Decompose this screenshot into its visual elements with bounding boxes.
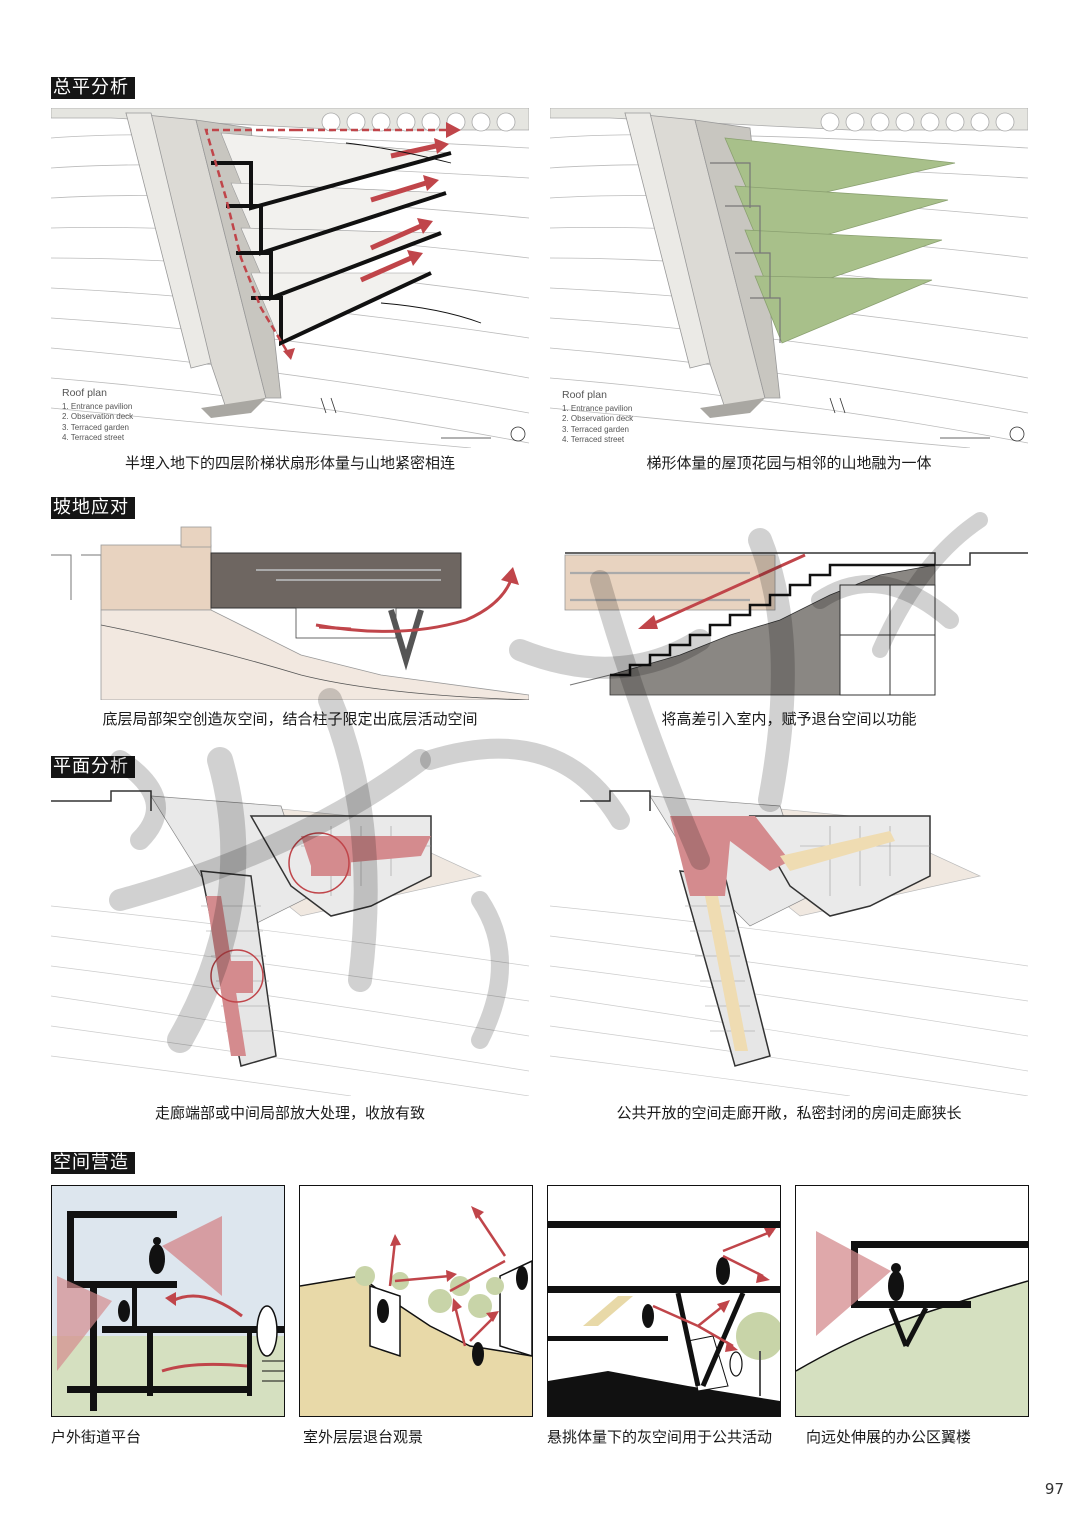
- roof-plan-item: 3. Terraced garden: [562, 424, 630, 434]
- caption-space-1: 户外街道平台: [51, 1428, 142, 1446]
- caption-plan-right: 公共开放的空间走廊开敞，私密封闭的房间走廊狭长: [616, 1104, 962, 1122]
- space-diagram-terrace-view: [299, 1185, 533, 1417]
- roof-plan-garden-drawing: [550, 108, 1028, 448]
- space-diagram-gray-space: [547, 1185, 781, 1417]
- caption-site-right: 梯形体量的屋顶花园与相邻的山地融为一体: [646, 454, 932, 472]
- plan-analysis-left-drawing: [51, 786, 529, 1096]
- roof-plan-item: 1. Entrance pavilion: [562, 403, 633, 413]
- space-diagram-office-wing: [795, 1185, 1029, 1417]
- roof-plan-legend-left: Roof plan 1. Entrance pavilion 2. Observ…: [62, 388, 133, 444]
- roof-plan-item: 4. Terraced street: [562, 435, 625, 444]
- caption-space-2: 室外层层退台观景: [303, 1428, 424, 1446]
- roof-plan-item: 4. Terraced street: [62, 433, 125, 442]
- space-diagram-street-platform: [51, 1185, 285, 1417]
- roof-plan-legend-right: Roof plan 1. Entrance pavilion 2. Observ…: [562, 390, 633, 446]
- roof-plan-item: 1. Entrance pavilion: [62, 401, 133, 411]
- plan-analysis-right-drawing: [550, 786, 1028, 1096]
- caption-slope-left: 底层局部架空创造灰空间，结合柱子限定出底层活动空间: [102, 710, 478, 728]
- slope-section-right-drawing: [550, 525, 1028, 700]
- caption-space-4: 向远处伸展的办公区翼楼: [806, 1428, 972, 1446]
- roof-plan-item: 3. Terraced garden: [62, 422, 130, 432]
- roof-plan-title: Roof plan: [562, 389, 607, 401]
- roof-plan-item: 2. Observation deck: [562, 414, 634, 423]
- slope-section-left-drawing: [51, 525, 529, 700]
- caption-space-3: 悬挑体量下的灰空间用于公共活动: [547, 1428, 773, 1446]
- caption-site-left: 半埋入地下的四层阶梯状扇形体量与山地紧密相连: [124, 454, 455, 472]
- roof-plan-arrows-drawing: [51, 108, 529, 448]
- caption-slope-right: 将高差引入室内，赋予退台空间以功能: [661, 710, 917, 728]
- section-label-site: 总平分析: [51, 77, 135, 99]
- caption-plan-left: 走廊端部或中间局部放大处理，收放有致: [154, 1104, 425, 1122]
- section-label-space: 空间营造: [51, 1152, 135, 1174]
- roof-plan-item: 2. Observation deck: [62, 412, 134, 421]
- roof-plan-title: Roof plan: [62, 387, 107, 399]
- section-label-plan: 平面分析: [51, 756, 135, 778]
- page-number: 97: [1044, 1480, 1064, 1498]
- section-label-slope: 坡地应对: [51, 497, 135, 519]
